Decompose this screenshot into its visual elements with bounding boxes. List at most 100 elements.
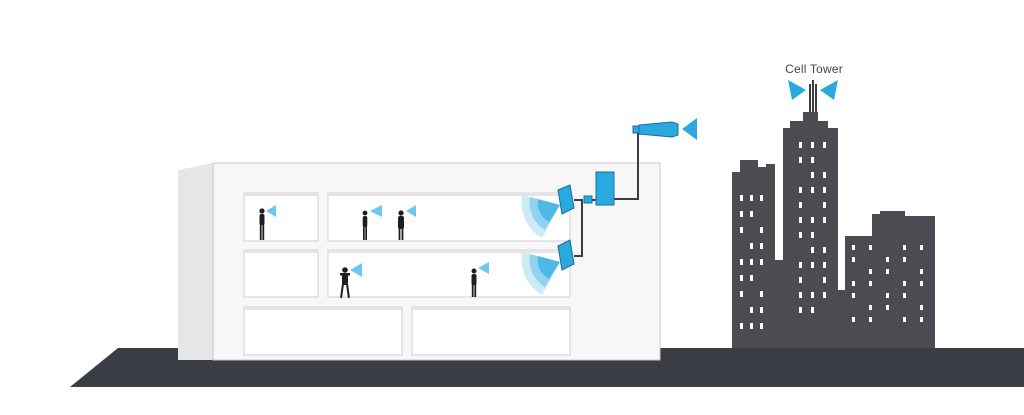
building-side	[178, 163, 213, 360]
window	[823, 172, 826, 178]
window	[740, 195, 743, 201]
person-with-phone	[259, 208, 265, 240]
splitter-icon	[583, 195, 593, 204]
window	[750, 275, 753, 281]
cable	[574, 200, 583, 257]
window	[799, 277, 802, 283]
window	[903, 281, 906, 286]
window	[811, 232, 814, 238]
window	[799, 157, 802, 163]
window	[823, 262, 826, 268]
window	[740, 259, 743, 265]
window	[852, 245, 855, 250]
window	[823, 142, 826, 148]
window	[852, 281, 855, 286]
outdoor-signal-icon	[682, 118, 697, 140]
window	[799, 232, 802, 238]
person-with-phone	[398, 210, 404, 240]
window	[903, 293, 906, 298]
building-windows	[740, 142, 923, 329]
phone-signal-icon	[350, 263, 362, 277]
window	[869, 317, 872, 322]
tower-signal-icon	[788, 80, 806, 100]
city-building	[732, 160, 775, 348]
window	[760, 323, 763, 329]
window	[811, 142, 814, 148]
window	[920, 281, 923, 286]
window	[823, 292, 826, 298]
tower-signal-icon	[820, 80, 838, 100]
window	[920, 317, 923, 322]
indoor-antenna-icon	[557, 239, 575, 271]
window	[799, 217, 802, 223]
window	[740, 227, 743, 233]
indoor-antenna-icon	[557, 184, 575, 215]
window	[886, 269, 889, 274]
city-skyline	[732, 112, 935, 348]
window	[852, 257, 855, 262]
window	[740, 211, 743, 217]
window	[750, 195, 753, 201]
window	[903, 245, 906, 250]
phone-signal-icon	[266, 205, 276, 217]
window	[823, 217, 826, 223]
window	[760, 291, 763, 297]
room	[411, 306, 571, 356]
phone-signal-icon	[406, 205, 416, 217]
outdoor-antenna-icon	[632, 118, 697, 140]
window	[750, 243, 753, 249]
window	[869, 269, 872, 274]
window	[750, 259, 753, 265]
phone-signal-icon	[478, 262, 489, 274]
window	[903, 257, 906, 262]
window	[886, 257, 889, 262]
window	[799, 307, 802, 313]
window	[750, 211, 753, 217]
window	[799, 142, 802, 148]
window	[869, 281, 872, 286]
window	[823, 277, 826, 283]
room	[243, 306, 403, 356]
window	[811, 217, 814, 223]
window	[799, 262, 802, 268]
window	[811, 247, 814, 253]
window	[811, 172, 814, 178]
phone-signal-icon	[370, 205, 382, 217]
window	[811, 187, 814, 193]
office-building	[178, 162, 661, 361]
window	[760, 259, 763, 265]
window	[811, 262, 814, 268]
window	[799, 292, 802, 298]
city-building	[845, 211, 935, 348]
room	[243, 192, 319, 242]
window	[760, 227, 763, 233]
window	[869, 245, 872, 250]
window	[869, 305, 872, 310]
city-building	[775, 260, 785, 348]
window	[811, 307, 814, 313]
signal-booster-icon	[595, 171, 615, 206]
person-with-phone	[340, 267, 350, 299]
window	[920, 269, 923, 274]
indoor-signal-coverage	[521, 195, 560, 295]
city-building-tower	[783, 112, 838, 348]
window	[750, 323, 753, 329]
cell-tower-icon	[788, 80, 838, 112]
window	[823, 187, 826, 193]
window	[740, 291, 743, 297]
window	[823, 202, 826, 208]
window	[886, 293, 889, 298]
window	[760, 195, 763, 201]
window	[740, 323, 743, 329]
window	[920, 305, 923, 310]
window	[852, 293, 855, 298]
window	[799, 202, 802, 208]
window	[852, 317, 855, 322]
window	[760, 307, 763, 313]
window	[903, 317, 906, 322]
window	[920, 245, 923, 250]
window	[811, 292, 814, 298]
window	[823, 247, 826, 253]
cable	[614, 133, 639, 200]
